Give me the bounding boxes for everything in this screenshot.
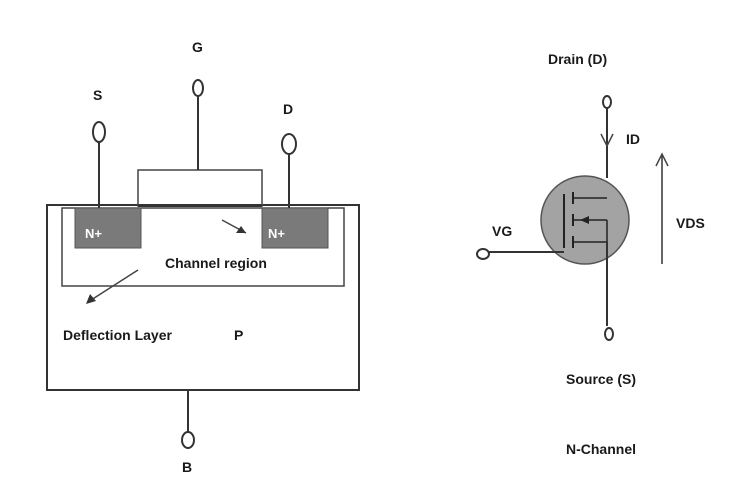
deflection-arrow-head [86, 294, 96, 304]
source-s-label: Source (S) [566, 371, 636, 387]
body-label: B [182, 459, 192, 475]
body-arrow [580, 216, 589, 224]
deflection-arrow [87, 269, 139, 303]
p-substrate-label: P [234, 327, 243, 343]
mosfet-symbol: Drain (D) ID VG Source (S) VDS N-Channel [476, 51, 705, 457]
vg-label: VG [492, 223, 512, 239]
symbol-gate-terminal [476, 248, 490, 260]
drain-label: D [283, 101, 293, 117]
drain-terminal [281, 133, 297, 155]
id-arrow [600, 133, 614, 148]
n-plus-source-region [74, 207, 142, 249]
symbol-drain-terminal [602, 95, 612, 109]
id-label: ID [626, 131, 640, 147]
channel-region-label: Channel region [165, 255, 267, 271]
n-plus-source-label: N+ [85, 226, 102, 241]
n-plus-drain-label: N+ [268, 226, 285, 241]
body-terminal [181, 431, 195, 449]
cross-section: G N+ S N+ D Channel region Deflection La… [46, 39, 360, 475]
channel-arrow-head [236, 226, 246, 233]
gate-terminal [192, 79, 204, 97]
n-channel-label: N-Channel [566, 441, 636, 457]
gate-label: G [192, 39, 203, 55]
depletion-outline [61, 207, 345, 287]
source-terminal [92, 121, 106, 143]
n-plus-drain-region [261, 207, 329, 249]
gate-block [137, 169, 263, 207]
symbol-source-terminal [604, 327, 614, 341]
source-label: S [93, 87, 102, 103]
vds-label: VDS [676, 215, 705, 231]
deflection-layer-label: Deflection Layer [63, 327, 172, 343]
drain-d-label: Drain (D) [548, 51, 607, 67]
vds-arrow-head [655, 152, 669, 167]
